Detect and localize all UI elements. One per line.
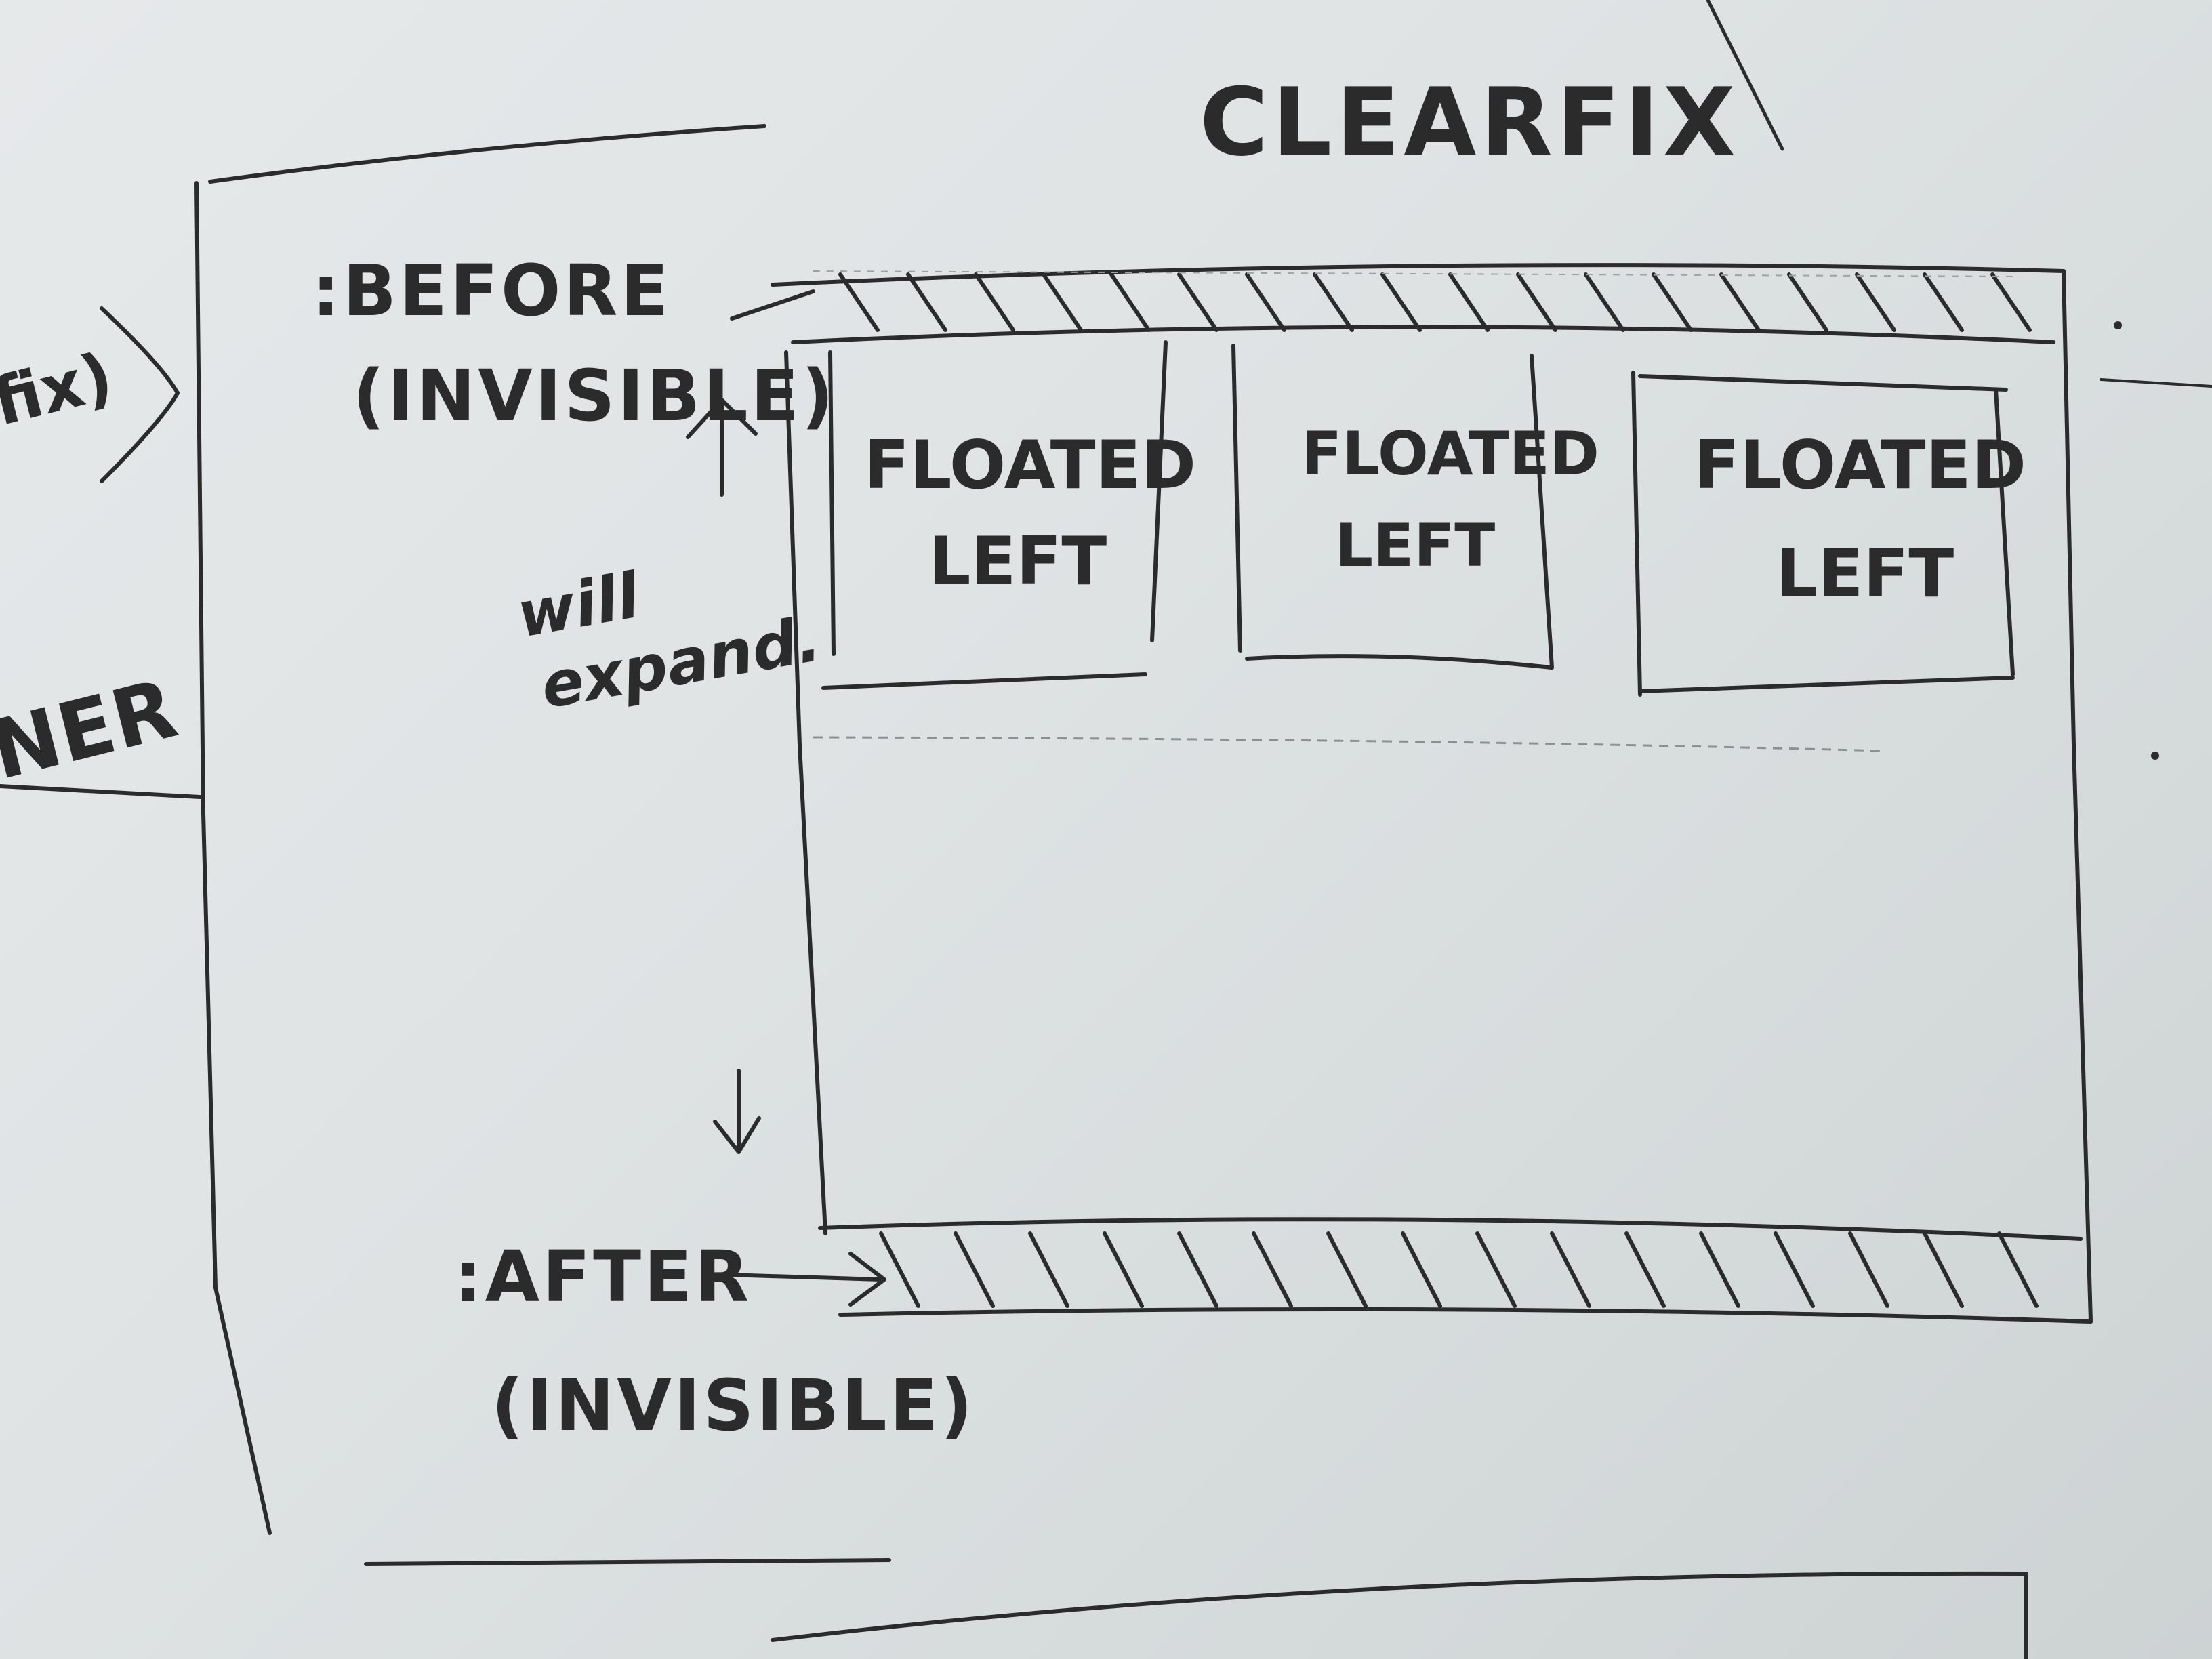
after-hatch-stroke bbox=[1699, 1231, 1740, 1308]
faint-dashed-line-top bbox=[813, 270, 2020, 277]
diagram-title: CLEARFIX bbox=[1200, 68, 1740, 177]
after-hatch-stroke bbox=[954, 1231, 995, 1308]
before-hatch-stroke bbox=[1177, 272, 1218, 332]
before-hatch-stroke bbox=[1245, 272, 1286, 332]
after-hatch-stroke bbox=[1475, 1231, 1517, 1308]
margin-fragment-lower: NER bbox=[0, 662, 186, 798]
after-hatch-stroke bbox=[1401, 1231, 1442, 1308]
floated-label-1-line1: FLOATED bbox=[864, 427, 1196, 504]
before-note: (INVISIBLE) bbox=[352, 354, 836, 437]
floated-label-2-line1: FLOATED bbox=[1301, 419, 1599, 489]
outer-container-top bbox=[208, 124, 766, 184]
before-pointer-arrow bbox=[730, 289, 815, 321]
before-hatch-band bbox=[771, 263, 2066, 344]
after-hatch-stroke bbox=[1177, 1231, 1218, 1308]
floated-label-2-line2: LEFT bbox=[1335, 510, 1495, 580]
outer-container-left bbox=[194, 181, 272, 1535]
before-hatch-stroke bbox=[1584, 272, 1625, 332]
before-hatch-stroke bbox=[1448, 272, 1490, 332]
before-hatch-stroke bbox=[1990, 272, 2032, 332]
after-hatch-stroke bbox=[1103, 1231, 1144, 1308]
faint-dashed-line bbox=[813, 736, 1885, 752]
margin-line-right bbox=[2100, 378, 2212, 388]
after-note: (INVISIBLE) bbox=[491, 1364, 975, 1447]
before-hatch-stroke bbox=[1516, 272, 1557, 332]
before-hatch-stroke bbox=[906, 272, 947, 332]
margin-underline bbox=[0, 784, 202, 799]
margin-fragment-top: fix) bbox=[0, 338, 120, 441]
after-hatch-stroke bbox=[1774, 1231, 1815, 1308]
after-pointer-arrow bbox=[703, 1252, 886, 1307]
floated-label-3-line2: LEFT bbox=[1776, 535, 1954, 613]
before-hatch-stroke bbox=[1042, 272, 1083, 332]
after-hatch-stroke bbox=[1028, 1231, 1069, 1308]
lower-element-edge bbox=[771, 1571, 2028, 1659]
floated-label-1-line2: LEFT bbox=[928, 523, 1107, 600]
margin-bracket bbox=[100, 306, 180, 483]
expand-arrow-up bbox=[686, 398, 758, 497]
before-hatch-stroke bbox=[1313, 272, 1354, 332]
margin-dot bbox=[2151, 752, 2159, 760]
before-hatch-stroke bbox=[1719, 272, 1761, 332]
after-label: :AFTER bbox=[454, 1235, 752, 1318]
floated-box-2: FLOATED LEFT bbox=[1231, 344, 1599, 670]
before-hatch-stroke bbox=[1855, 272, 1896, 332]
expand-arrow-down bbox=[713, 1069, 761, 1154]
before-hatch-stroke bbox=[1380, 272, 1422, 332]
before-label: :BEFORE bbox=[312, 249, 671, 332]
after-hatch-stroke bbox=[1624, 1231, 1666, 1308]
before-hatch-stroke bbox=[974, 272, 1015, 332]
before-hatch-stroke bbox=[1787, 272, 1828, 332]
floated-box-3: FLOATED LEFT bbox=[1631, 371, 2026, 697]
after-hatch-stroke bbox=[1923, 1231, 1964, 1308]
margin-dot bbox=[2114, 321, 2122, 329]
before-hatch-stroke bbox=[1109, 272, 1151, 332]
clearfix-box bbox=[784, 269, 2093, 1324]
floated-box-1: FLOATED LEFT bbox=[821, 340, 1196, 690]
after-hatch-stroke bbox=[879, 1231, 920, 1308]
after-hatch-band bbox=[818, 1217, 2093, 1324]
stray-mark-top bbox=[1706, 0, 1784, 151]
before-hatch-stroke bbox=[1652, 272, 1693, 332]
after-hatch-stroke bbox=[1326, 1231, 1368, 1308]
before-hatch-stroke bbox=[838, 272, 880, 332]
after-hatch-stroke bbox=[1550, 1231, 1591, 1308]
before-hatch-stroke bbox=[1923, 272, 1964, 332]
outer-container-bottom bbox=[364, 1558, 891, 1566]
floated-label-3-line1: FLOATED bbox=[1694, 427, 2026, 504]
after-hatch-stroke bbox=[1252, 1231, 1293, 1308]
after-hatch-stroke bbox=[1848, 1231, 1889, 1308]
after-hatch-stroke bbox=[1997, 1231, 2039, 1308]
